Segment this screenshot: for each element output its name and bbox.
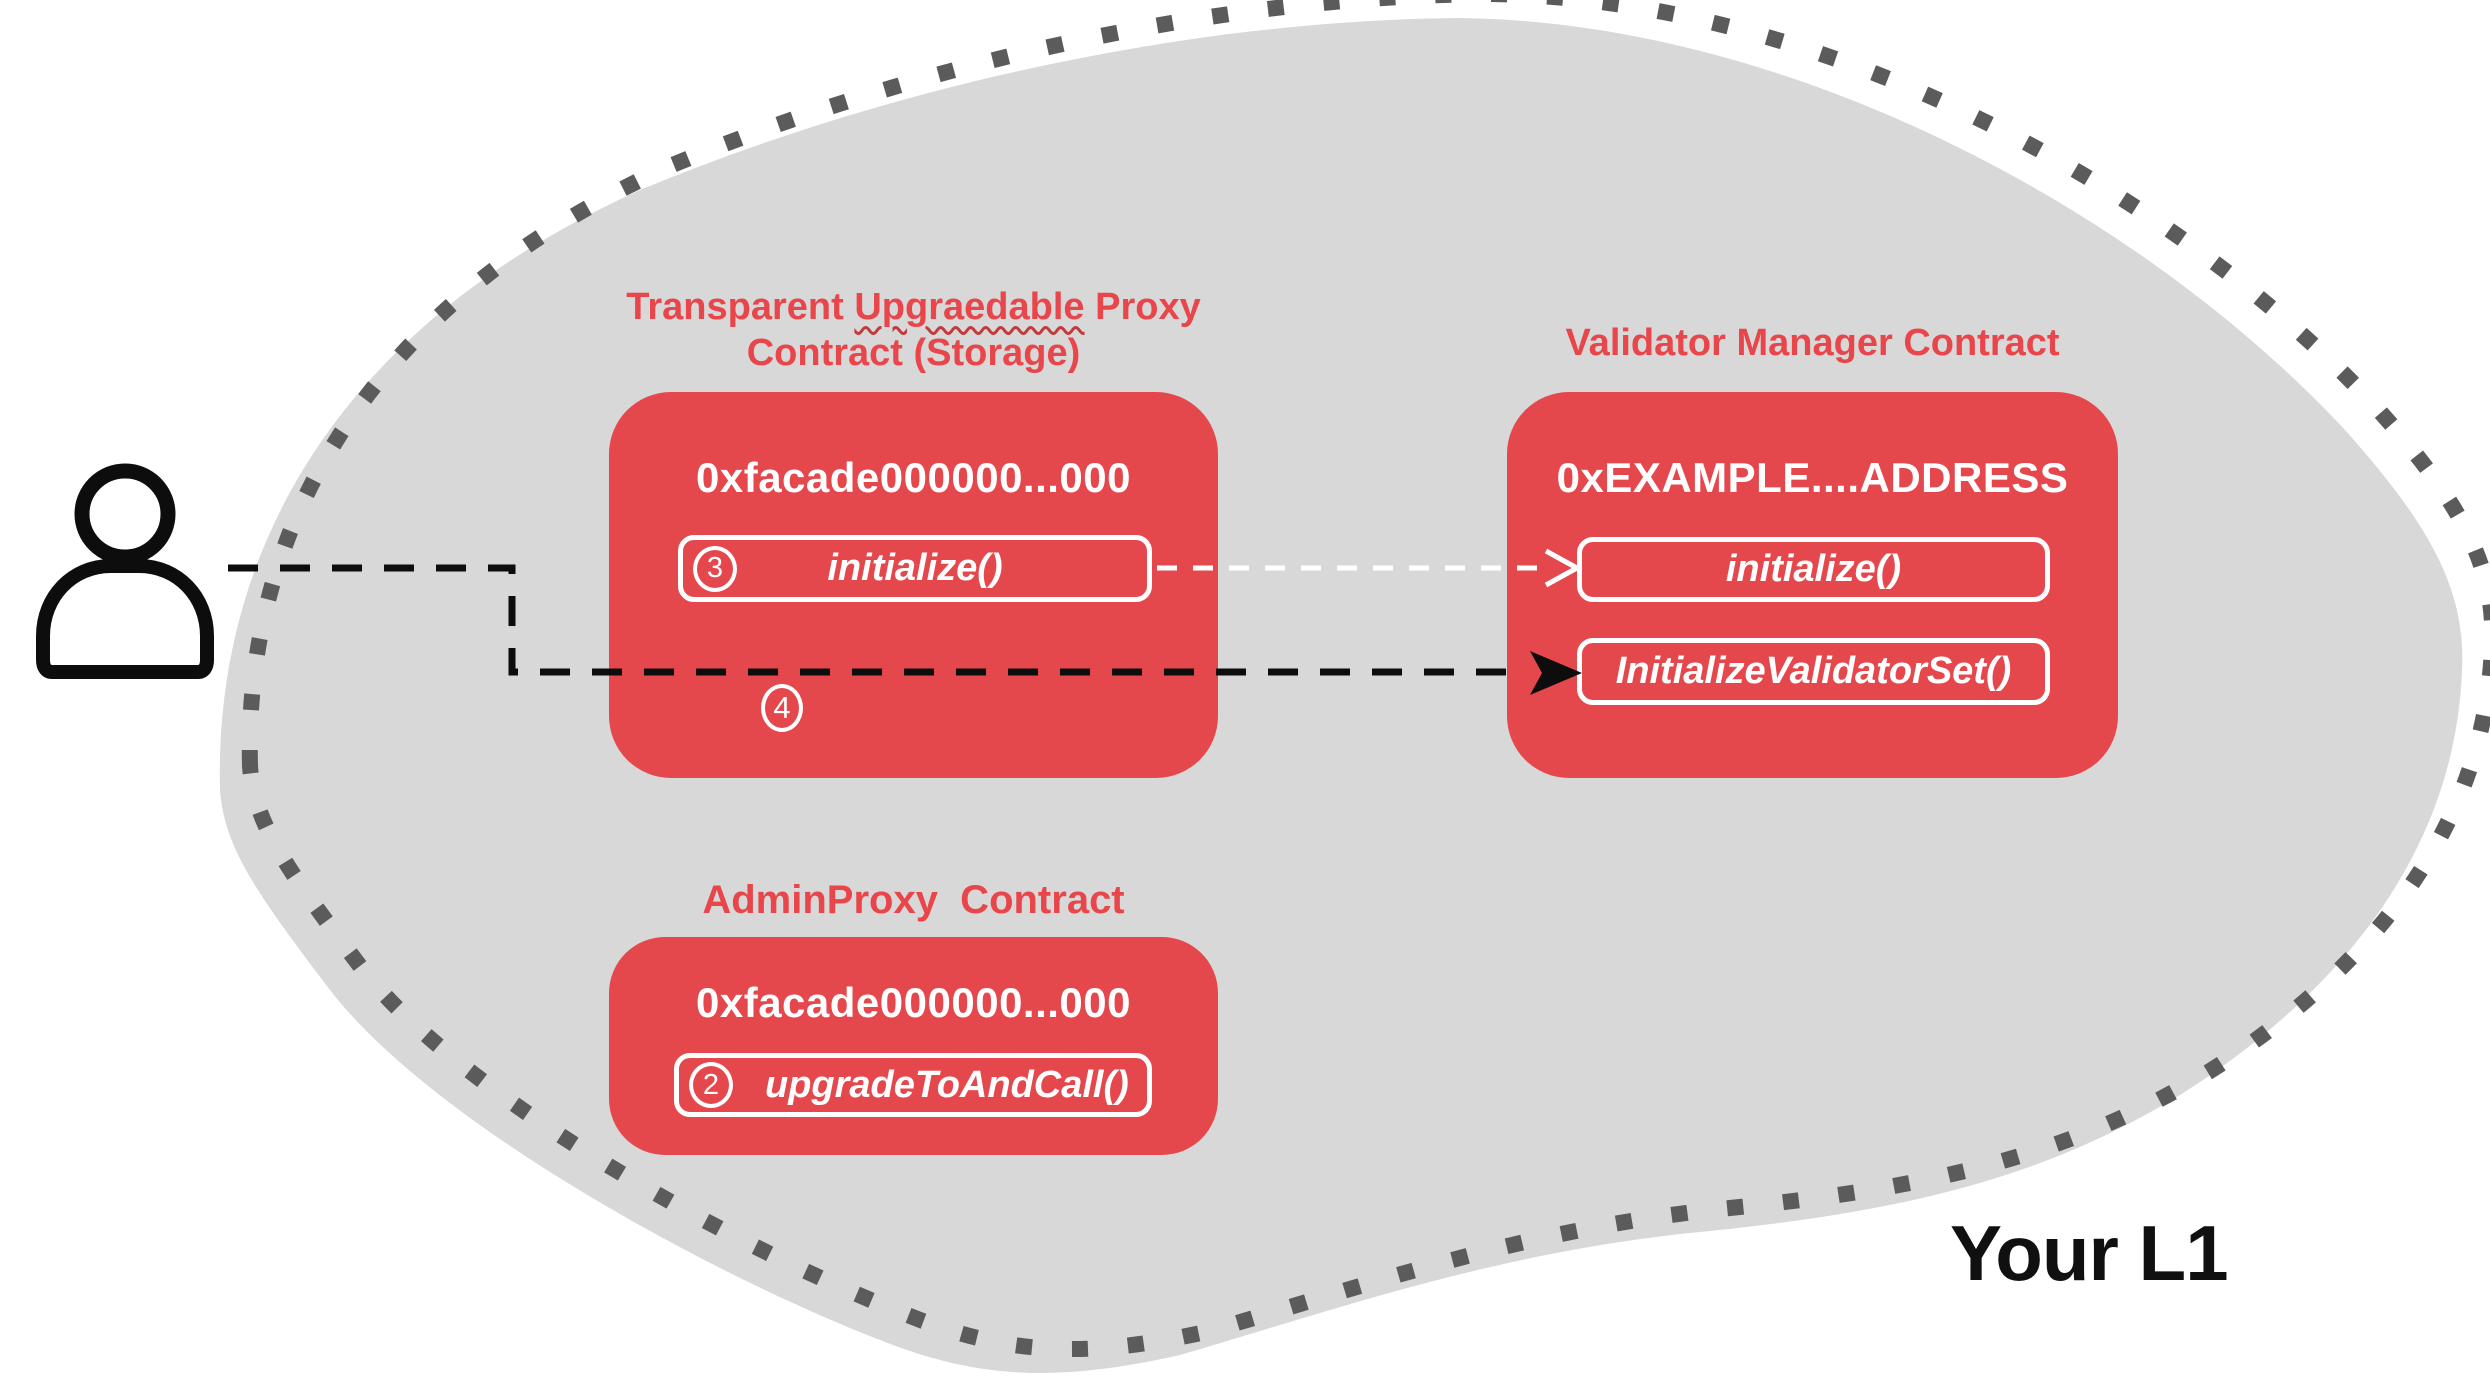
admin-proxy-card: 0xfacade000000...000 2 upgradeToAndCall(… [609,937,1218,1155]
validator-contract-address: 0xEXAMPLE....ADDRESS [1556,454,2069,501]
validator-card-title: Validator Manager Contract [1565,322,2060,364]
admin-upgradetoandcall-label: upgradeToAndCall() [765,1063,1129,1106]
admin-upgradetoandcall-function: 2 upgradeToAndCall() [674,1053,1152,1117]
step-2-badge: 2 [689,1062,733,1108]
proxy-card-title: Transparent Upgraedable Proxy Contract (… [609,284,1218,377]
step-4-badge: 4 [761,684,803,732]
proxy-initialize-function: 3 initialize() [678,535,1152,602]
proxy-title-line-2: Contract (Storage) [746,332,1081,375]
proxy-contract-card: 0xfacade000000...000 3 initialize() 4 [609,392,1218,778]
validator-initialize-function: initialize() [1577,537,2050,602]
admin-card-title: AdminProxy Contract [702,878,1125,922]
validator-initializevalidatorset-label: InitializeValidatorSet() [1615,650,2012,692]
proxy-initialize-label: initialize() [827,547,1003,589]
proxy-title-misspelled-word: Upgraedable [854,286,1085,328]
proxy-title-word-1: Transparent [626,286,844,328]
validator-manager-card: 0xEXAMPLE....ADDRESS initialize() Initia… [1507,392,2118,778]
blob-fill [219,18,2463,1374]
proxy-title-word-2: Proxy [1095,286,1201,328]
admin-contract-address: 0xfacade000000...000 [695,979,1132,1026]
proxy-contract-address: 0xfacade000000...000 [695,454,1132,501]
step-3-badge: 3 [693,545,737,592]
region-label: Your L1 [1950,1209,2229,1297]
validator-initialize-label: initialize() [1725,548,1902,590]
validator-initializevalidatorset-function: InitializeValidatorSet() [1577,638,2050,705]
